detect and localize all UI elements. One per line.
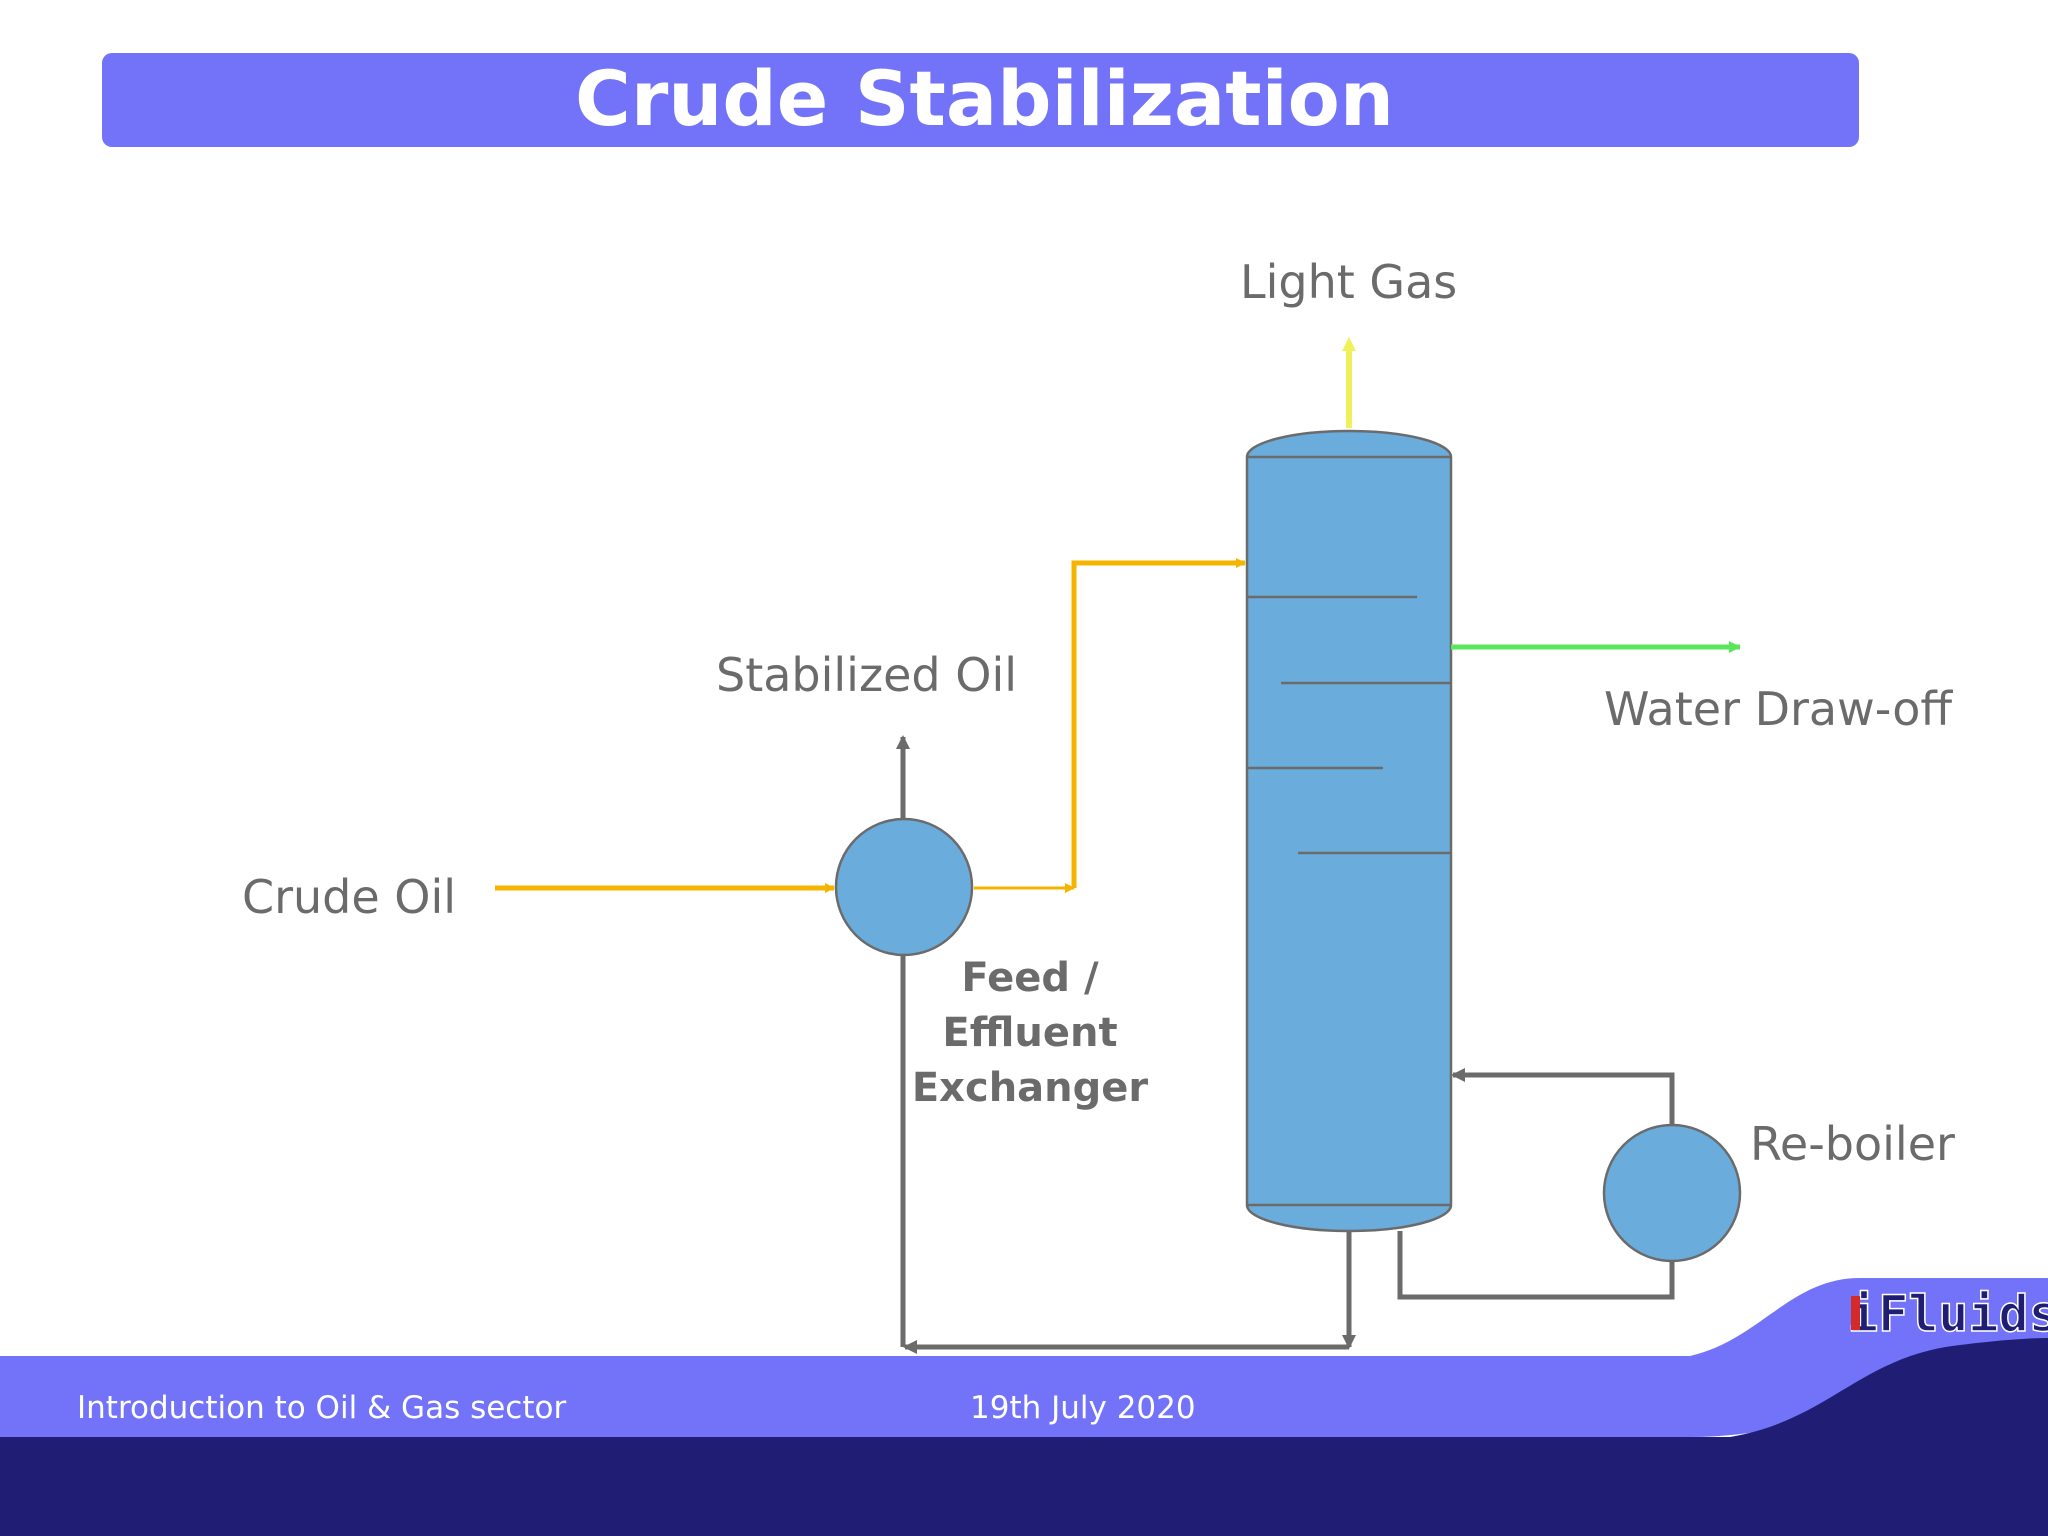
footer-band-light	[0, 1278, 2048, 1437]
reboiler-feed-line	[1397, 1231, 1675, 1300]
ifluids-logo: iFluids	[1847, 1284, 2048, 1344]
crude-oil-label: Crude Oil	[242, 870, 456, 924]
footer-course-title: Introduction to Oil & Gas sector	[77, 1390, 566, 1426]
exchanger-label-line-1: Feed /	[961, 955, 1099, 1001]
reboiler-label: Re-boiler	[1750, 1117, 1955, 1171]
logo-i-accent	[1851, 1296, 1860, 1330]
reboiler-vessel	[1602, 1123, 1742, 1263]
stabilized-oil-label: Stabilized Oil	[716, 648, 1017, 702]
column-feed-stream	[1071, 558, 1246, 888]
ifluids-logo-text: iFluids	[1848, 1285, 2048, 1343]
exchanger-label-line-3: Exchanger	[912, 1065, 1149, 1111]
feed-effluent-exchanger	[834, 817, 974, 957]
exchanger-label-line-2: Effluent	[942, 1010, 1117, 1056]
stabilizer-column	[1245, 429, 1453, 1233]
footer-band-dark	[0, 1437, 2048, 1536]
reboiler-return-stream	[1451, 1068, 1675, 1127]
footer-swoosh-dark	[1730, 1338, 2048, 1437]
title-banner: Crude Stabilization	[102, 53, 1859, 147]
footer-date: 19th July 2020	[970, 1390, 1196, 1426]
slide-title: Crude Stabilization	[575, 53, 1394, 143]
water-draw-off-label: Water Draw-off	[1604, 682, 1953, 736]
light-gas-label: Light Gas	[1240, 255, 1457, 309]
